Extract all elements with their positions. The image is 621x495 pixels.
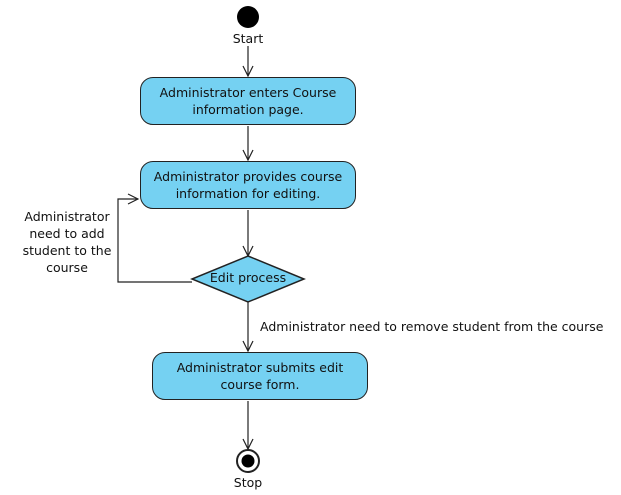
stop-node-inner [241, 454, 255, 468]
start-label: Start [232, 31, 264, 46]
activity-submit-edit-form: Administrator submits edit course form. [152, 352, 368, 400]
exit-guard-label: Administrator need to remove student fro… [260, 319, 604, 334]
activity-provide-course-info-text: Administrator provides course informatio… [153, 169, 343, 201]
loop-guard-label: Administrator need to add student to the… [18, 208, 116, 276]
loop-guard-text: Administrator need to add student to the… [22, 209, 112, 275]
edge-loop-back [117, 199, 192, 283]
start-node [237, 6, 259, 28]
activity-enter-course-page: Administrator enters Course information … [140, 77, 356, 125]
stop-label: Stop [233, 475, 263, 490]
activity-enter-course-page-text: Administrator enters Course information … [159, 85, 337, 117]
activity-submit-edit-form-text: Administrator submits edit course form. [176, 360, 344, 392]
decision-label: Edit process [209, 270, 287, 285]
activity-provide-course-info: Administrator provides course informatio… [140, 161, 356, 209]
